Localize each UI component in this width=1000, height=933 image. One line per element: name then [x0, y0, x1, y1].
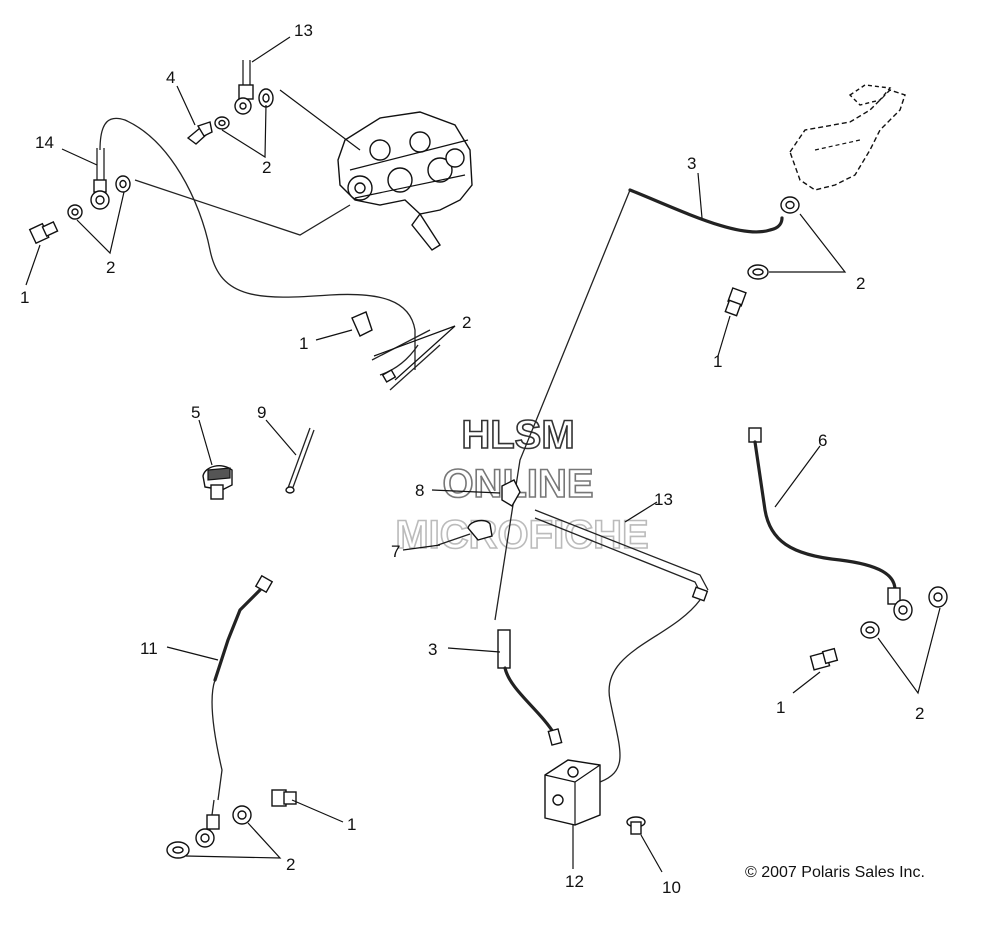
callout-13-top: 13	[294, 21, 313, 40]
banjo-bolt-top-right	[724, 287, 747, 317]
callout-2-midleft: 2	[462, 313, 471, 332]
callout-7: 7	[391, 542, 400, 561]
callout-1-bottomright: 1	[776, 698, 785, 717]
watermark-line-3: MICROFICHE	[395, 513, 648, 557]
callout-13-mid: 13	[654, 490, 673, 509]
callout-12: 12	[565, 872, 584, 891]
callout-6: 6	[818, 431, 827, 450]
callout-1-midleft: 1	[299, 334, 308, 353]
callout-3-top: 3	[687, 154, 696, 173]
callout-2-bottomright: 2	[915, 704, 924, 723]
callout-5: 5	[191, 403, 200, 422]
callout-2-topright: 2	[856, 274, 865, 293]
callout-10: 10	[662, 878, 681, 897]
watermark-line-1: HLSM	[461, 413, 574, 457]
callout-numbers: 13 4 14 2 2 1 1 2 3 2 1 5 9 8 13 7 6 11 …	[20, 21, 924, 897]
clip-8	[501, 479, 521, 507]
callout-4: 4	[166, 68, 175, 87]
watermark: HLSM ONLINE MICROFICHE	[395, 412, 650, 558]
master-cylinder	[789, 84, 906, 191]
callout-11: 11	[140, 639, 158, 658]
callout-2-topleft: 2	[106, 258, 115, 277]
copyright-notice: © 2007 Polaris Sales Inc.	[745, 864, 925, 881]
hose-clip	[351, 311, 441, 391]
callout-1-topright: 1	[713, 352, 722, 371]
leader-lines	[25, 36, 941, 873]
brake-hose-6-assembly	[748, 427, 948, 671]
bleeder-valve-4	[186, 121, 213, 145]
brake-line-3-bottom	[497, 629, 563, 746]
callout-2-bottomleft: 2	[286, 855, 295, 874]
banjo-bolt-1	[28, 221, 59, 245]
callout-8: 8	[415, 481, 424, 500]
front-brake-hose-left	[99, 117, 416, 370]
banjo-bolt-fitting-13	[214, 60, 361, 151]
callout-2-topcenter: 2	[262, 158, 271, 177]
callout-9: 9	[257, 403, 266, 422]
brake-line-3-top	[628, 188, 784, 234]
cable-tie-9	[285, 427, 315, 494]
brake-caliper	[337, 111, 473, 251]
callout-3-bottom: 3	[428, 640, 437, 659]
brake-line-13	[534, 509, 709, 591]
junction-block-12	[544, 759, 601, 826]
master-cylinder-assembly	[494, 84, 906, 621]
fitting-7	[437, 519, 493, 546]
brake-hose-11-assembly	[166, 574, 297, 859]
caliper-assembly	[28, 60, 473, 391]
hose-clamp-5	[202, 465, 233, 500]
callout-14: 14	[35, 133, 54, 152]
callout-1-topleft: 1	[20, 288, 29, 307]
banjo-fitting-14	[67, 148, 131, 220]
callout-1-bottomleft: 1	[347, 815, 356, 834]
bolt-10	[626, 816, 646, 835]
